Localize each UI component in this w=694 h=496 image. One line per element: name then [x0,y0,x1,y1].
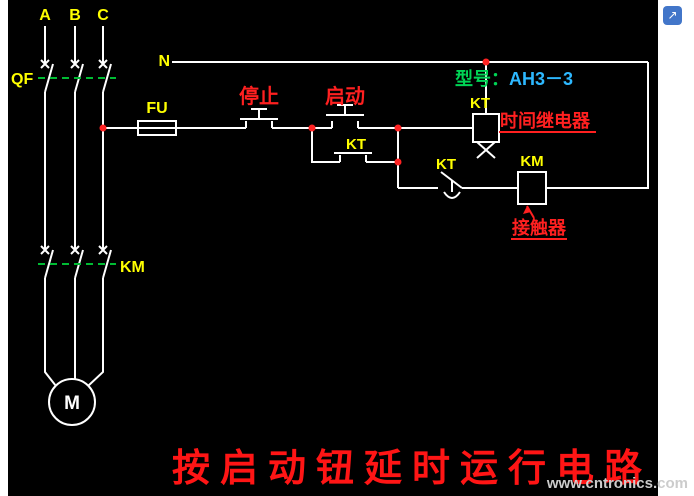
phase-a-wire [44,26,57,387]
time-relay-caption: 时间继电器 [500,110,591,131]
model-value: AH3－3 [509,69,573,89]
external-link-icon[interactable]: ↗ [663,6,682,25]
linkages [38,77,116,265]
fuse-label: FU [146,100,167,117]
hold-branch-wire [311,128,399,188]
junction-dot [308,124,316,132]
junction-dots [99,58,490,166]
control-circuit [103,61,649,205]
stop-button-label: 停止 [239,84,279,108]
diagram-background [8,0,658,496]
neutral-label: N [158,53,170,70]
kt-delay-contact-symbol [440,171,463,199]
start-button-symbol [326,104,364,128]
km-branch-wire [398,62,649,189]
phase-c-wire [87,26,112,387]
start-button-label: 启动 [325,84,365,108]
kt-delay-contact-label: KT [436,156,456,173]
km-coil-label: KM [520,153,543,170]
kt-hold-contact-symbol [334,152,372,162]
breaker-label: QF [11,71,33,88]
junction-dot [99,124,107,132]
motor-label: M [64,393,80,414]
breaker-contact-marks [40,59,108,69]
annotations [499,131,596,240]
junction-dot [394,124,402,132]
stop-button-symbol [240,108,278,128]
model-label: 型号：AH3－3 [455,68,573,89]
kt-hold-contact-label: KT [346,136,366,153]
junction-dot [394,158,402,166]
kt-delay-element-mark [476,141,496,159]
watermark: www.cntronics.com [546,475,688,492]
km-main-contacts-label: KM [120,259,145,276]
fuse-symbol [137,120,177,136]
kt-coil-label: KT [470,95,490,112]
phase-c-label: C [97,7,109,24]
contactor-arrowhead [523,206,531,214]
diagram-title: 按启动钮延时运行电路 [172,448,652,490]
contactor-caption: 接触器 [512,217,567,238]
phase-b-label: B [69,7,81,24]
model-prefix: 型号： [455,68,509,89]
phase-a-label: A [39,7,51,24]
motor-circle [48,378,96,426]
contactor-contact-marks [40,245,108,255]
km-coil-symbol [517,171,547,205]
junction-dot [482,58,490,66]
